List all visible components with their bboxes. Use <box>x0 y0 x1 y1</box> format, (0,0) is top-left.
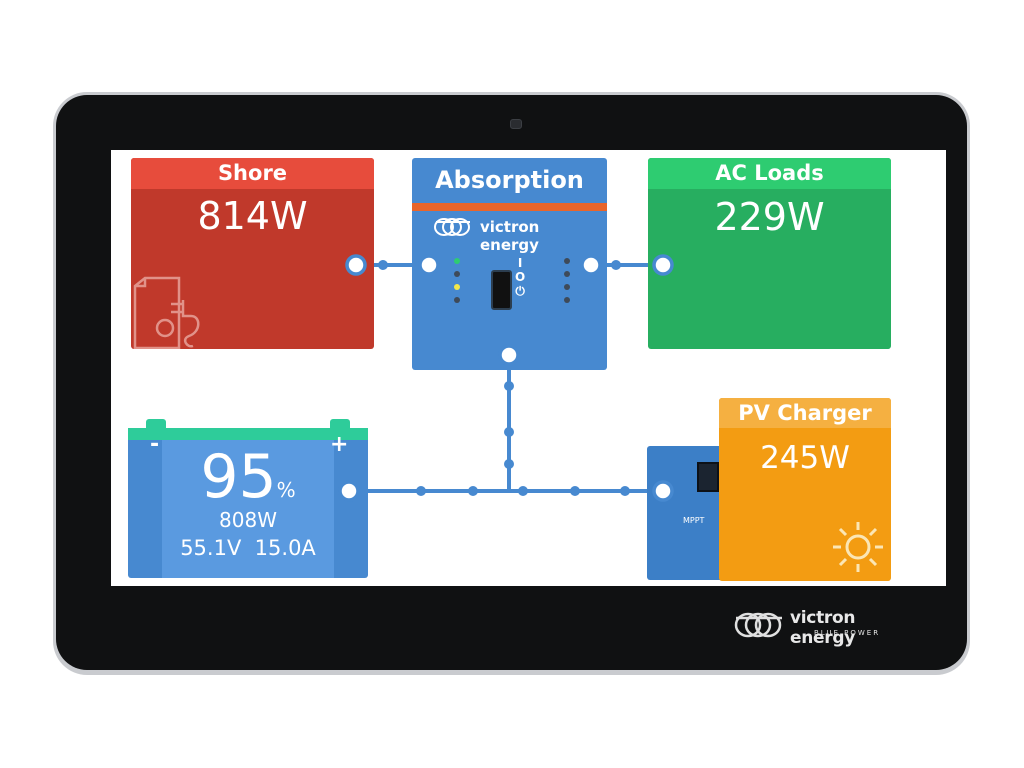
battery-soc: 95% <box>128 442 368 512</box>
led <box>564 258 570 264</box>
inverter-ac-out-node <box>580 254 602 276</box>
flow-dot <box>620 486 630 496</box>
pv-charger-title: PV Charger <box>719 398 891 428</box>
inverter-stripe <box>412 203 607 211</box>
gx-touch-device: Shore 814W Absorption <box>53 92 970 675</box>
shore-plug-icon <box>133 276 200 349</box>
shore-power: 814W <box>197 194 308 238</box>
connection-nodes <box>338 254 674 502</box>
inverter-display <box>491 270 512 310</box>
inverter-brand-logo: victron energy <box>432 214 602 254</box>
led <box>564 284 570 290</box>
pv-charger-node <box>652 480 674 502</box>
ac-loads-input-node <box>652 254 674 276</box>
inverter-switch[interactable]: I O ⏻ <box>515 256 525 298</box>
battery-tile[interactable]: - + 95% 808W 55.1V 15.0A <box>128 419 368 578</box>
switch-off-label: O <box>515 270 526 284</box>
battery-lid <box>128 428 368 440</box>
victron-swirl-icon <box>434 218 470 236</box>
inverter-state: Absorption <box>435 166 584 194</box>
led-mains-on <box>454 258 460 264</box>
led-absorption <box>454 284 460 290</box>
led <box>564 297 570 303</box>
device-logo-tagline: BLUE POWER <box>814 629 881 637</box>
switch-on-label: I <box>517 256 523 270</box>
battery-body <box>162 440 334 578</box>
front-camera <box>510 119 522 129</box>
battery-node <box>338 480 360 502</box>
flow-dot <box>416 486 426 496</box>
pv-charger-tile[interactable]: PV Charger 245W <box>719 398 891 581</box>
mppt-label: MPPT <box>683 516 705 525</box>
mppt-device-image: MPPT <box>647 446 727 580</box>
battery-soc-unit: % <box>276 478 296 502</box>
battery-terminal-positive <box>330 419 350 428</box>
inverter-dc-node <box>498 344 520 366</box>
power-flow-lines <box>349 260 663 496</box>
battery-power: 808W <box>219 508 277 532</box>
flow-dot <box>468 486 478 496</box>
flow-dot <box>378 260 388 270</box>
ac-loads-title: AC Loads <box>648 158 891 189</box>
device-bezel: Shore 814W Absorption <box>56 95 967 670</box>
battery-voltage: 55.1V <box>180 536 242 560</box>
battery-soc-value: 95 <box>200 442 277 512</box>
device-logo: victron energy BLUE POWER <box>732 604 922 648</box>
flow-dot <box>518 486 528 496</box>
inverter-charger-tile[interactable]: Absorption victron energy <box>412 158 607 370</box>
flow-dot <box>611 260 621 270</box>
flow-dot <box>504 427 514 437</box>
led <box>564 271 570 277</box>
flow-dot <box>504 381 514 391</box>
power-icon: ⏻ <box>515 284 525 298</box>
sun-icon <box>833 522 883 572</box>
battery-plus-sign: + <box>330 432 349 457</box>
battery-minus-sign: - <box>150 432 160 457</box>
battery-voltage-current: 55.1V 15.0A <box>128 536 368 560</box>
inverter-ac-in-node <box>418 254 440 276</box>
battery-current: 15.0A <box>254 536 316 560</box>
mppt-lcd <box>697 462 719 492</box>
battery-terminal-negative <box>146 419 166 428</box>
shore-tile[interactable]: Shore 814W <box>131 158 374 349</box>
inverter-brand-name: victron energy <box>480 218 540 254</box>
shore-output-node <box>345 254 367 276</box>
led <box>454 297 460 303</box>
shore-title: Shore <box>131 158 374 189</box>
overview-screen: Shore 814W Absorption <box>111 150 946 586</box>
pv-charger-power: 245W <box>760 440 850 476</box>
victron-swirl-logo-icon <box>734 612 782 638</box>
ac-loads-tile[interactable]: AC Loads 229W <box>648 158 891 349</box>
flow-dot <box>504 459 514 469</box>
ac-loads-power: 229W <box>714 195 825 239</box>
led <box>454 271 460 277</box>
device-logo-name: victron energy <box>790 608 856 648</box>
flow-dot <box>570 486 580 496</box>
